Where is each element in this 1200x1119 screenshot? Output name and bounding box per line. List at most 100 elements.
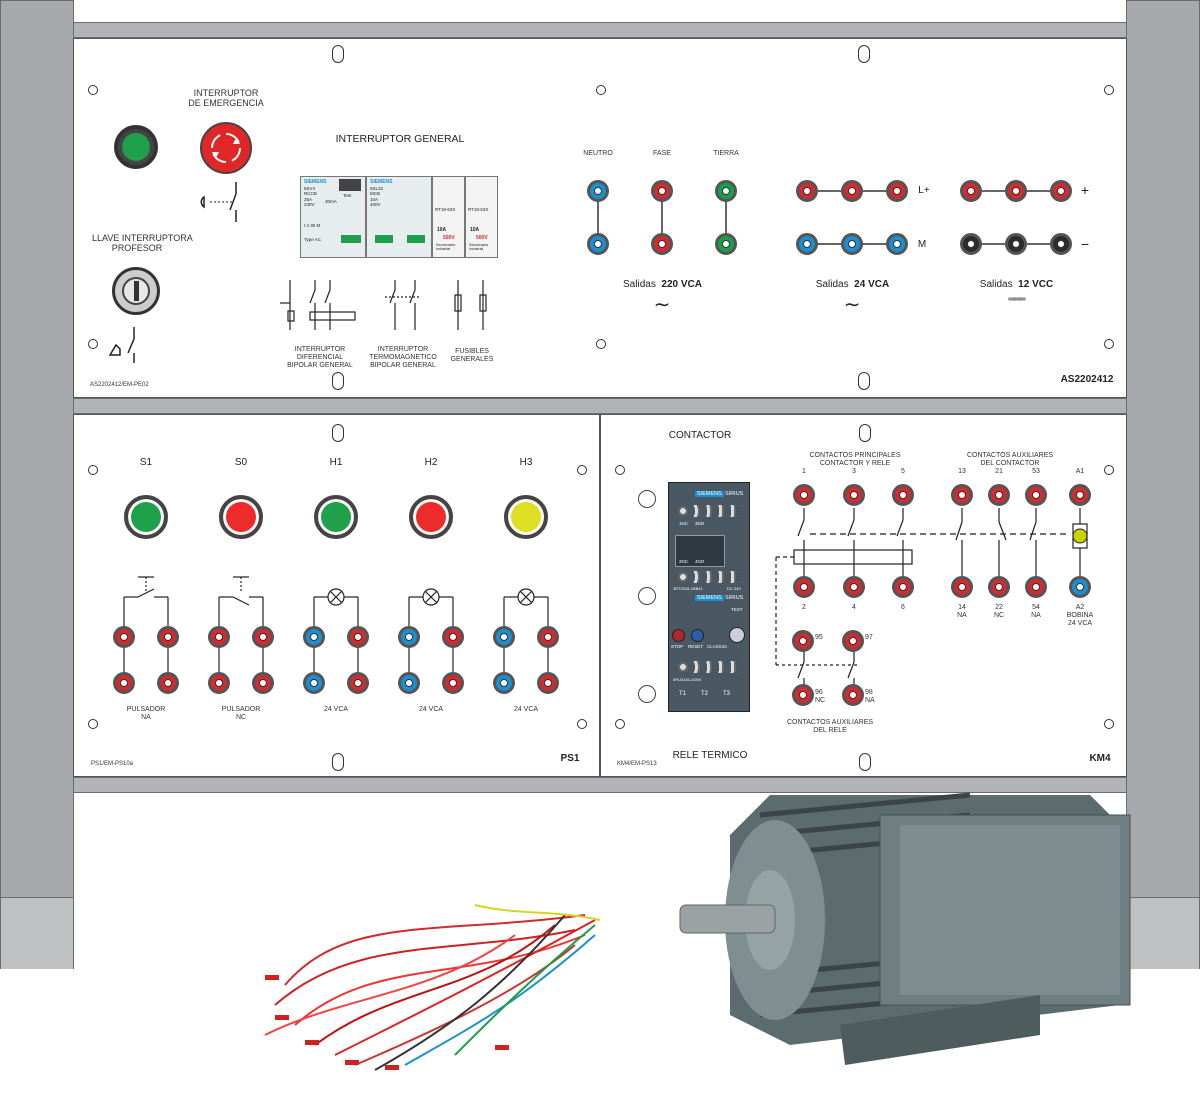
vdc12-plus-jack-2[interactable] <box>1005 180 1027 202</box>
vac24-lplus-jack-1[interactable] <box>796 180 818 202</box>
neutral-jack-bottom[interactable] <box>587 233 609 255</box>
mcb-brand: SIEMENS <box>370 179 393 185</box>
contact-bottom-jack[interactable] <box>793 576 815 598</box>
contact-bottom-jack[interactable] <box>892 576 914 598</box>
ps1-terminal-jack[interactable] <box>157 626 179 648</box>
contact-top-jack[interactable] <box>1025 484 1047 506</box>
contact-bottom-jack[interactable] <box>988 576 1010 598</box>
aux-contacts-title: CONTACTOS AUXILIARES DEL CONTACTOR <box>966 452 1054 468</box>
relay-contact-jack[interactable] <box>792 684 814 706</box>
relay-reset-button[interactable] <box>691 629 704 642</box>
vdc12-minus-jack-1[interactable] <box>960 233 982 255</box>
mount-hole <box>615 465 625 475</box>
vdc12-plus-jack-3[interactable] <box>1050 180 1072 202</box>
output-220-value: 220 VCA <box>661 279 702 290</box>
ps1-terminal-jack[interactable] <box>208 626 230 648</box>
vac24-lplus-jack-2[interactable] <box>841 180 863 202</box>
contact-top-jack[interactable] <box>793 484 815 506</box>
ps1-terminal-jack[interactable] <box>442 626 464 648</box>
relay-current-dial[interactable] <box>729 627 745 643</box>
rcd-lever[interactable] <box>341 235 361 243</box>
thermal-relay-title: RELE TERMICO <box>672 750 748 761</box>
ps1-terminal-jack[interactable] <box>537 626 559 648</box>
ps1-terminal-jack[interactable] <box>442 672 464 694</box>
ps1-terminal-jack[interactable] <box>113 672 135 694</box>
device-series-1: SIRIUS <box>725 491 744 497</box>
rotate-arrows-icon <box>211 133 241 163</box>
contact-bottom-jack[interactable] <box>843 576 865 598</box>
main-switch-schematic <box>280 280 487 330</box>
fuse-1-rating: 10A <box>437 227 447 233</box>
ps1-terminal-jack[interactable] <box>347 672 369 694</box>
ps1-terminal-jack[interactable] <box>113 626 135 648</box>
fuse-holder-1[interactable]: RT18-63X 10A 500V Seccionador Industrial <box>432 176 465 258</box>
mcb-breaker: SIEMENS 5SL32 MCB 10A 400V <box>366 176 432 258</box>
relay-contact-jack[interactable] <box>842 630 864 652</box>
ps1-terminal-jack[interactable] <box>537 672 559 694</box>
relay-stop-button[interactable] <box>672 629 685 642</box>
neutral-jack-top[interactable] <box>587 180 609 202</box>
contact-bottom-jack[interactable] <box>1069 576 1091 598</box>
ps1-terminal-jack[interactable] <box>252 672 274 694</box>
vdc12-plus-jack-1[interactable] <box>960 180 982 202</box>
relay-contact-jack[interactable] <box>792 630 814 652</box>
contact-top-number: 53 <box>1032 468 1040 475</box>
fuse-2-voltage: 500V <box>476 235 488 241</box>
ps1-bottom-label: 24 VCA <box>323 706 349 713</box>
phase-jack-bottom[interactable] <box>651 233 673 255</box>
mount-hole <box>596 85 606 95</box>
mcb-lever-2[interactable] <box>407 235 425 243</box>
vac24-lplus-jack-3[interactable] <box>886 180 908 202</box>
earth-jack-bottom[interactable] <box>715 233 737 255</box>
vdc12-minus-jack-2[interactable] <box>1005 233 1027 255</box>
lplus-label: L+ <box>918 185 930 196</box>
output-12-label: Salidas 12 VCC <box>954 279 1079 290</box>
vdc12-minus-jack-3[interactable] <box>1050 233 1072 255</box>
ps1-bottom-label: PULSADOR NC <box>221 706 261 722</box>
electric-motor <box>679 792 1131 1065</box>
pushbutton[interactable] <box>219 495 263 539</box>
rcd-brand: SIEMENS <box>304 179 327 185</box>
contact-top-jack[interactable] <box>988 484 1010 506</box>
vac24-m-jack-3[interactable] <box>886 233 908 255</box>
ps1-terminal-jack[interactable] <box>493 626 515 648</box>
earth-jack-top[interactable] <box>715 180 737 202</box>
emergency-switch-label: INTERRUPTOR DE EMERGENCIA <box>188 88 264 109</box>
contact-top-jack[interactable] <box>951 484 973 506</box>
contact-top-number: 3 <box>852 468 856 475</box>
mount-slot <box>858 372 870 390</box>
fuse-holder-2[interactable]: RT18-63X 10A 500V Seccionador Industrial <box>465 176 498 258</box>
emergency-stop-button[interactable] <box>200 122 252 174</box>
contact-bottom-jack[interactable] <box>1025 576 1047 598</box>
mount-hole <box>88 465 98 475</box>
contact-top-jack[interactable] <box>1069 484 1091 506</box>
ps1-terminal-jack[interactable] <box>398 626 420 648</box>
mcb-lever-1[interactable] <box>375 235 393 243</box>
contact-bottom-jack[interactable] <box>951 576 973 598</box>
contactor-title: CONTACTOR <box>668 430 732 441</box>
ps1-terminal-jack[interactable] <box>398 672 420 694</box>
contact-top-jack[interactable] <box>892 484 914 506</box>
pushbutton[interactable] <box>124 495 168 539</box>
contact-bottom-number: A2 BOBINA 24 VCA <box>1066 604 1094 628</box>
ps1-terminal-jack[interactable] <box>157 672 179 694</box>
ps1-terminal-jack[interactable] <box>493 672 515 694</box>
ps1-terminal-jack[interactable] <box>208 672 230 694</box>
fuse-2-model: RT18-63X <box>468 207 489 212</box>
contact-top-jack[interactable] <box>843 484 865 506</box>
phase-label: FASE <box>653 150 671 157</box>
rcd-test-button[interactable] <box>339 179 361 191</box>
key-switch-symbol <box>108 327 135 363</box>
ps1-terminal-jack[interactable] <box>347 626 369 648</box>
relay-contact-jack[interactable] <box>842 684 864 706</box>
vac24-m-jack-2[interactable] <box>841 233 863 255</box>
ps1-terminal-jack[interactable] <box>252 626 274 648</box>
mount-hole <box>88 339 98 349</box>
phase-jack-top[interactable] <box>651 180 673 202</box>
vac24-m-jack-1[interactable] <box>796 233 818 255</box>
ps1-terminal-jack[interactable] <box>303 626 325 648</box>
contact-bottom-number: 54 NA <box>1031 604 1041 620</box>
ps1-terminal-jack[interactable] <box>303 672 325 694</box>
teacher-key-switch[interactable] <box>112 267 160 315</box>
relay-contact-number: 98 NA <box>865 689 875 705</box>
